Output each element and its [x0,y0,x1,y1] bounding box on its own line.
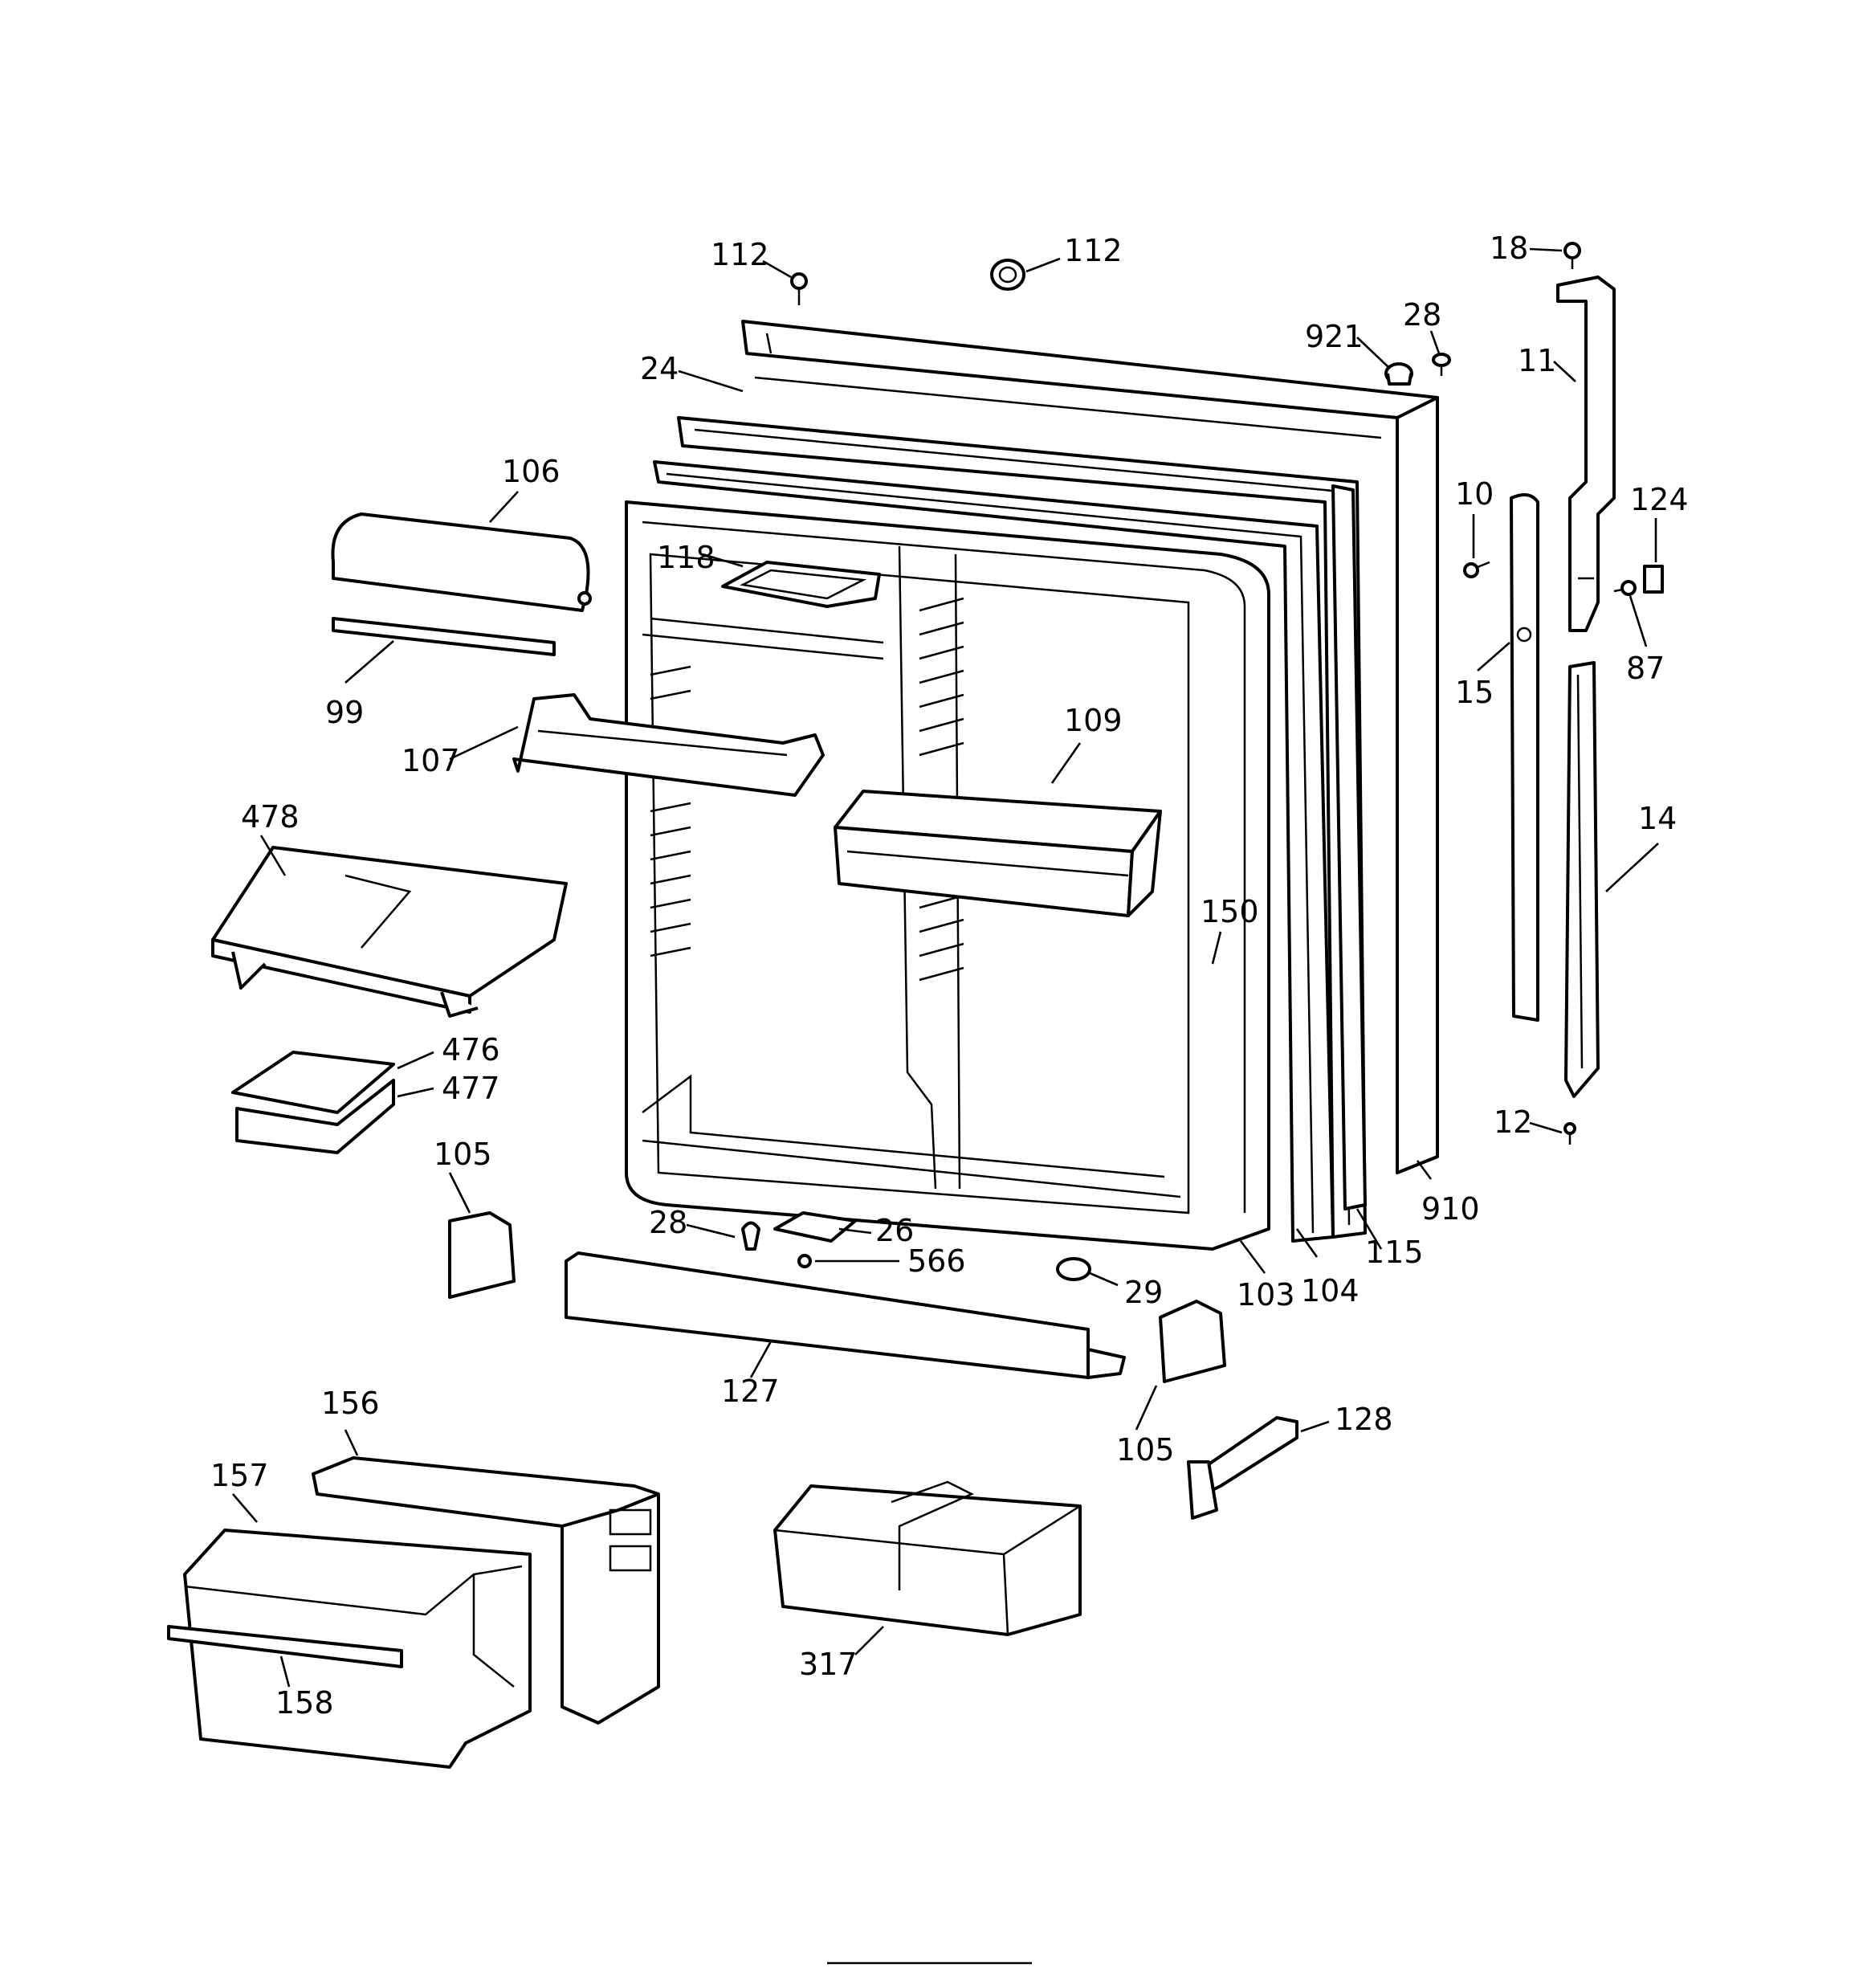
callout-label: 124 [1630,482,1689,517]
callout-label: 12 [1494,1104,1532,1140]
callout-label: 921 [1305,319,1364,354]
callout-label: 157 [210,1458,269,1493]
callout-label: 103 [1237,1277,1295,1312]
callout-label: 156 [321,1386,380,1421]
callout-label: 105 [1116,1432,1175,1468]
hinge-11 [1556,276,1616,632]
handle-128 [1187,1416,1298,1520]
plate-26 [773,1211,857,1243]
callout-label: 105 [434,1137,492,1172]
callout-label: 15 [1455,675,1494,710]
tray-477 [235,1079,395,1154]
screw-566 [797,1254,812,1268]
callout-label: 115 [1365,1235,1424,1270]
bracket-124 [1643,565,1664,594]
callout-label: 109 [1064,703,1123,738]
callout-label: 87 [1626,651,1665,686]
screw-87 [1613,580,1637,596]
handle-158 [167,1625,403,1668]
callout-label: 476 [442,1032,500,1067]
basket-317 [773,1480,1082,1636]
strip-15 [1510,493,1539,1022]
callout-label: 317 [799,1647,858,1682]
callout-label: 11 [1518,343,1556,378]
callout-label: 128 [1335,1402,1393,1437]
callout-label: 104 [1301,1273,1360,1308]
callout-label: 14 [1638,801,1677,836]
callout-labels: 112 112 18 28 921 24 11 106 10 124 118 9… [210,231,1689,1721]
screw-18 [1563,242,1581,269]
outer-door-panel [741,320,1439,1174]
screw-112 [790,272,808,305]
callout-label: 118 [657,540,715,575]
plug-29 [1056,1257,1091,1281]
callout-label: 99 [325,695,364,730]
tray-478 [211,846,568,1018]
screw-10 [1463,561,1490,578]
callout-label: 28 [649,1205,687,1240]
callout-label: 127 [721,1374,780,1409]
door-liner-frame [653,460,1335,1243]
callout-label: 29 [1124,1275,1163,1310]
callout-label: 107 [402,743,460,778]
callout-label: 18 [1490,231,1528,266]
tray-476 [231,1051,395,1114]
plug-112 [990,259,1025,291]
rail-127 [565,1251,1126,1379]
bin-107 [512,693,825,797]
shelf-118 [721,561,881,608]
callout-label: 910 [1421,1191,1480,1227]
seal-strip [1331,484,1367,1210]
screw-28-top [1432,353,1451,376]
callout-label: 106 [502,454,561,489]
callout-label: 477 [442,1071,500,1106]
callout-label: 28 [1403,297,1441,333]
callout-label: 24 [640,351,679,386]
callout-label: 150 [1201,894,1259,929]
callout-label: 112 [711,237,769,272]
clip-105-right [1159,1300,1226,1383]
screw-28-bottom [741,1221,760,1251]
rail-14 [1564,661,1600,1098]
callout-label: 112 [1064,233,1123,268]
callout-label: 478 [241,799,300,835]
leader-lines [232,247,1659,1688]
callout-label: 158 [275,1685,334,1721]
drawer-housing-156 [312,1456,660,1725]
clip-105-left [448,1211,516,1299]
callout-label: 566 [907,1243,966,1279]
dairy-door-106 [331,512,592,656]
cap-921 [1384,362,1413,386]
screw-12 [1563,1122,1576,1145]
callout-label: 10 [1455,476,1494,512]
callout-label: 26 [875,1213,914,1248]
bin-109 [834,790,1162,917]
